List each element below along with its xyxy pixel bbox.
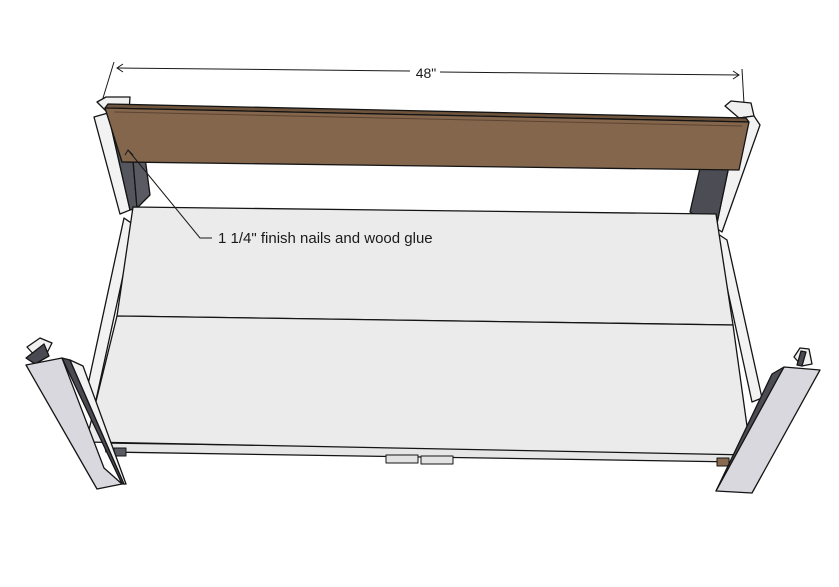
front-left-leg [25, 337, 127, 490]
annotation-leader [124, 149, 212, 239]
backboard-face [104, 107, 750, 171]
seat-board-back [116, 206, 734, 326]
dimension-line [102, 61, 745, 105]
dimension-label: 48" [416, 65, 437, 81]
front-right-leg [715, 347, 821, 494]
backboard [104, 103, 750, 171]
annotation-label: 1 1/4" finish nails and wood glue [218, 230, 433, 247]
support-blocks [113, 447, 730, 467]
back-right-post-top [724, 100, 755, 119]
seat-board-front [85, 315, 752, 456]
